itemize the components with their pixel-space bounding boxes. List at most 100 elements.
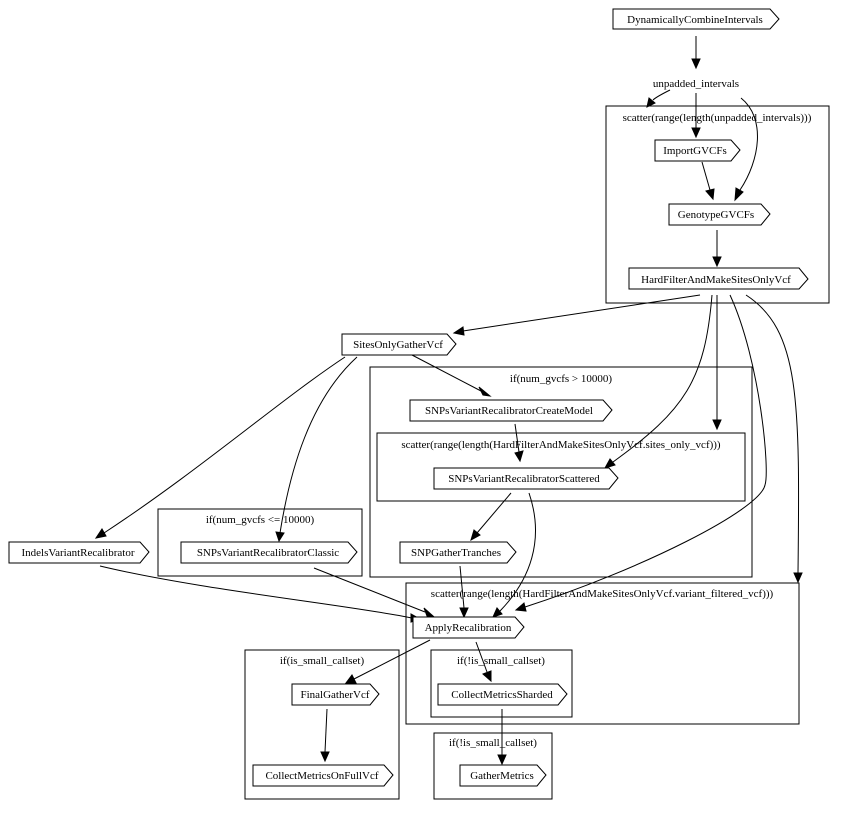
arrowhead	[514, 602, 527, 612]
edge-sitesonly-to-createmodel	[411, 354, 482, 392]
node-label: HardFilterAndMakeSitesOnlyVcf	[641, 274, 791, 286]
node-label: DynamicallyCombineIntervals	[627, 14, 763, 26]
node-genotype-gvcfs[interactable]: GenotypeGVCFs	[668, 203, 771, 226]
node-label: ApplyRecalibration	[425, 622, 512, 634]
node-label: SitesOnlyGatherVcf	[353, 339, 443, 351]
cluster-label: scatter(range(length(HardFilterAndMakeSi…	[431, 588, 774, 600]
edge-classic-to-applyrecal	[313, 567, 426, 613]
node-label: unpadded_intervals	[653, 78, 739, 90]
node-apply-recalibration[interactable]: ApplyRecalibration	[412, 616, 525, 639]
node-snp-gather-tranches[interactable]: SNPGatherTranches	[399, 541, 517, 564]
node-shape	[252, 764, 394, 787]
cluster-label: if(is_small_callset)	[280, 655, 365, 667]
node-shape	[459, 764, 547, 787]
edge-indels-to-applyrecal	[99, 565, 413, 619]
arrowhead	[459, 607, 469, 619]
node-collect-metrics-full[interactable]: CollectMetricsOnFullVcf	[252, 764, 394, 787]
arrowhead	[423, 607, 435, 617]
cluster-if-small-callset: if(is_small_callset)	[244, 649, 400, 800]
node-collect-metrics-sharded[interactable]: CollectMetricsSharded	[437, 683, 568, 706]
node-label: FinalGatherVcf	[300, 689, 369, 701]
edge-applyrecal-to-sharded	[475, 641, 488, 673]
node-shape	[654, 139, 741, 162]
node-shape	[628, 267, 809, 290]
node-hard-filter[interactable]: HardFilterAndMakeSitesOnlyVcf	[628, 267, 809, 290]
node-import-gvcfs[interactable]: ImportGVCFs	[654, 139, 741, 162]
edge-hardfilter-to-snpsscattered	[612, 294, 713, 463]
arrowhead	[275, 531, 285, 543]
edge-import-to-genotype	[701, 161, 711, 191]
edge-applyrecal-to-finalgather	[353, 639, 431, 680]
arrowhead	[492, 607, 503, 618]
arrowhead	[712, 419, 722, 431]
arrowhead	[478, 386, 492, 397]
arrowhead	[514, 450, 524, 463]
node-snps-create-model[interactable]: SNPsVariantRecalibratorCreateModel	[409, 399, 613, 422]
arrowhead	[646, 97, 656, 108]
edge-hardfilter-to-applyrecal	[524, 294, 767, 608]
node-shape	[8, 541, 150, 564]
arrowhead	[705, 188, 715, 201]
edges	[94, 36, 803, 766]
cluster-label: if(num_gvcfs > 10000)	[510, 373, 612, 385]
arrowhead	[497, 754, 507, 766]
node-label: CollectMetricsOnFullVcf	[265, 770, 378, 782]
cluster-label: if(!is_small_callset)	[449, 737, 537, 749]
arrowhead	[94, 528, 107, 539]
arrowhead	[712, 256, 722, 268]
node-snps-scattered[interactable]: SNPsVariantRecalibratorScattered	[433, 467, 619, 490]
edge-sitesonly-to-indels	[103, 356, 346, 534]
cluster-box	[433, 732, 553, 800]
node-dynamically-combine[interactable]: DynamicallyCombineIntervals	[612, 8, 780, 30]
node-shape	[409, 399, 613, 422]
node-shape	[341, 333, 457, 356]
cluster-box	[405, 582, 800, 725]
arrowhead	[793, 572, 803, 584]
node-label: ImportGVCFs	[663, 145, 727, 157]
edge-sitesonly-to-classic	[279, 356, 358, 534]
cluster-label: scatter(range(length(HardFilterAndMakeSi…	[401, 439, 721, 451]
node-sites-only-gather[interactable]: SitesOnlyGatherVcf	[341, 333, 457, 356]
arrowhead	[482, 670, 492, 683]
cluster-box	[369, 366, 753, 578]
node-shape	[412, 616, 525, 639]
edge-hardfilter-to-sitesonly	[462, 294, 701, 332]
edge-scattered-to-applyrecal	[499, 492, 536, 612]
edge-gathertranches-to-applyrecal	[459, 565, 465, 609]
node-shape	[612, 8, 780, 30]
arrowhead	[691, 58, 701, 70]
node-label: IndelsVariantRecalibrator	[21, 547, 134, 559]
node-shape	[180, 541, 358, 564]
node-snps-classic[interactable]: SNPsVariantRecalibratorClassic	[180, 541, 358, 564]
node-shape	[291, 683, 380, 706]
cluster-if-gvcfs-le: if(num_gvcfs <= 10000)	[157, 508, 363, 577]
arrowhead	[603, 458, 616, 469]
node-shape	[668, 203, 771, 226]
node-final-gather[interactable]: FinalGatherVcf	[291, 683, 380, 706]
cluster-box	[244, 649, 400, 800]
arrowhead	[320, 751, 330, 763]
node-label: GenotypeGVCFs	[678, 209, 754, 221]
node-label: SNPsVariantRecalibratorCreateModel	[425, 405, 593, 417]
cluster-label: scatter(range(length(unpadded_intervals)…	[623, 112, 812, 124]
node-indels-recalibrator[interactable]: IndelsVariantRecalibrator	[8, 541, 150, 564]
node-unpadded-intervals[interactable]: unpadded_intervals	[653, 78, 739, 90]
cluster-scatter-sites-only: scatter(range(length(HardFilterAndMakeSi…	[376, 432, 746, 502]
cluster-if-not-small-gather: if(!is_small_callset)	[433, 732, 553, 800]
arrowhead	[734, 187, 744, 202]
cluster-if-gvcfs-gt: if(num_gvcfs > 10000)	[369, 366, 753, 578]
node-gather-metrics[interactable]: GatherMetrics	[459, 764, 547, 787]
edge-unpadded-to-genotype	[739, 97, 758, 191]
node-label: CollectMetricsSharded	[451, 689, 553, 701]
cluster-label: if(num_gvcfs <= 10000)	[206, 514, 315, 526]
node-label: SNPGatherTranches	[411, 547, 501, 559]
cluster-box	[157, 508, 363, 577]
node-shape	[437, 683, 568, 706]
arrowhead	[691, 127, 701, 139]
edge-hardfilter-to-scatter-variant	[745, 294, 800, 574]
node-label: GatherMetrics	[470, 770, 534, 782]
edge-unpadded-to-scatter	[652, 89, 671, 101]
arrowhead	[470, 529, 481, 542]
node-label: SNPsVariantRecalibratorScattered	[448, 473, 600, 485]
